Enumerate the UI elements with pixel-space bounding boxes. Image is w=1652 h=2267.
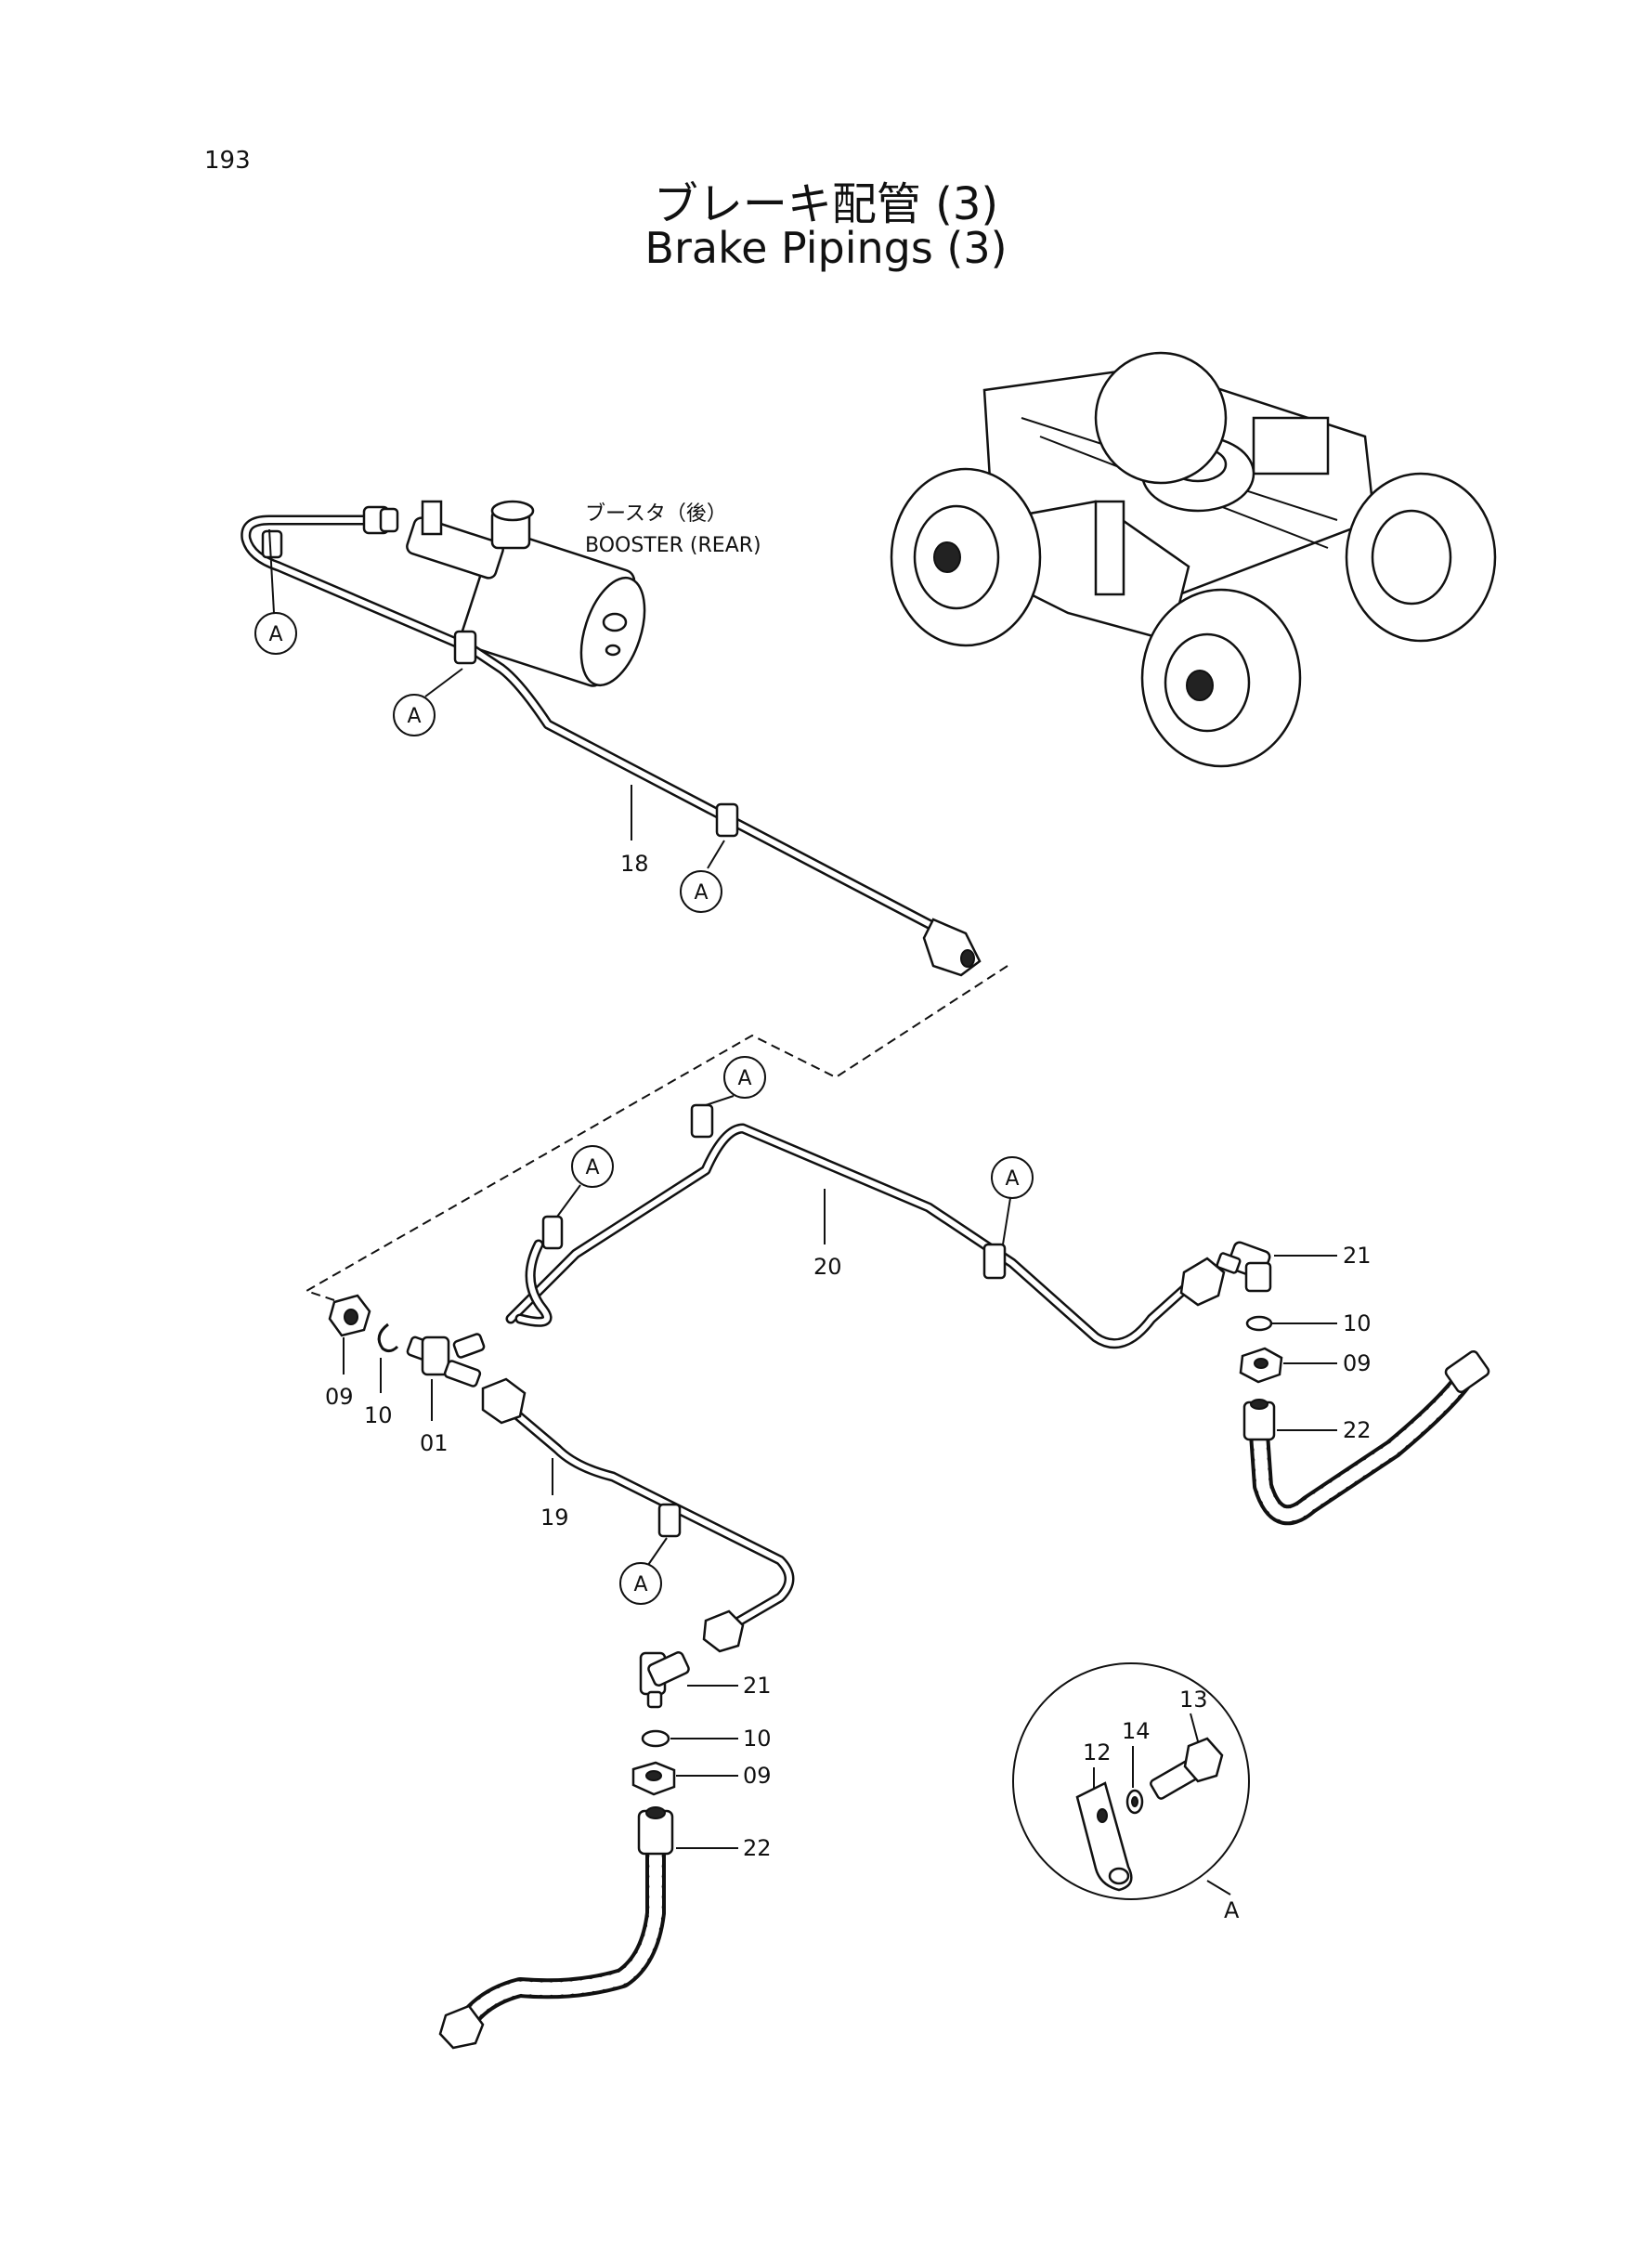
part-13-label: 13 xyxy=(1179,1687,1208,1713)
part-10-lower-label: 10 xyxy=(743,1726,772,1752)
svg-text:A: A xyxy=(407,705,421,728)
part-20-label: 20 xyxy=(813,1254,842,1280)
nut-09-left xyxy=(328,1294,371,1337)
part-14-label: 14 xyxy=(1122,1718,1151,1744)
wheel-front-left xyxy=(890,467,1042,647)
clamp-callout-a-3: A xyxy=(680,840,725,913)
booster-label-en: BOOSTER (REAR) xyxy=(585,534,761,557)
clamp-callout-a-6: A xyxy=(991,1156,1034,1245)
part-09-right-label: 09 xyxy=(1343,1350,1372,1376)
chassis-illustration xyxy=(890,351,1497,768)
svg-text:A: A xyxy=(268,623,282,646)
detail-a-clamp-assembly xyxy=(1012,1662,1250,1900)
clamp-callout-a-7: A xyxy=(619,1537,668,1605)
page-title-english: Brake Pipings (3) xyxy=(644,223,1008,273)
pipe-20 xyxy=(505,1103,1226,1349)
wheel-front-right xyxy=(1094,351,1228,485)
page-title-japanese: ブレーキ配管 (3) xyxy=(653,178,999,230)
nut-09-right xyxy=(1239,1347,1283,1384)
svg-text:A: A xyxy=(585,1156,599,1179)
part-18-label: 18 xyxy=(620,851,649,877)
wheel-rear-left xyxy=(1140,588,1302,768)
pipe-18 xyxy=(241,505,982,977)
part-10-right-label: 10 xyxy=(1343,1310,1372,1336)
nut-09-lower xyxy=(631,1761,676,1796)
hose-22-lower xyxy=(438,1806,674,2050)
booster-label-jp: ブースタ（後） xyxy=(585,502,727,526)
page-number: 193 xyxy=(204,147,251,175)
tee-fitting-01 xyxy=(406,1333,486,1388)
svg-text:A: A xyxy=(633,1573,647,1596)
svg-text:A: A xyxy=(737,1067,751,1090)
booster-rear xyxy=(406,500,646,687)
washer-10-lower xyxy=(641,1729,670,1748)
clamp-callout-a-4: A xyxy=(556,1145,614,1218)
elbow-21-lower xyxy=(639,1651,690,1709)
washer-10-right xyxy=(1245,1315,1273,1332)
clamp-callout-a-5: A xyxy=(705,1056,766,1106)
detail-a-label: A xyxy=(1224,1897,1240,1923)
svg-text:A: A xyxy=(694,881,708,905)
part-22-lower-label: 22 xyxy=(743,1835,772,1861)
svg-text:A: A xyxy=(1005,1167,1019,1191)
part-21-lower-label: 21 xyxy=(743,1673,772,1699)
part-10-left-label: 10 xyxy=(364,1402,393,1428)
part-21-right-label: 21 xyxy=(1343,1243,1372,1269)
elbow-21-right xyxy=(1216,1241,1272,1293)
pipe-19 xyxy=(481,1377,795,1653)
wheel-rear-right xyxy=(1345,472,1497,643)
part-22-right-label: 22 xyxy=(1343,1417,1372,1443)
part-09-lower-label: 09 xyxy=(743,1763,772,1789)
part-12-label: 12 xyxy=(1083,1739,1112,1765)
clamp-callout-a-2: A xyxy=(393,668,463,736)
connection-boundary-line xyxy=(304,965,1008,1301)
part-01-label: 01 xyxy=(420,1430,449,1456)
washer-10-left xyxy=(377,1322,399,1353)
part-19-label: 19 xyxy=(540,1505,569,1531)
hose-22-right xyxy=(1242,1349,1490,1526)
part-09-left-label: 09 xyxy=(325,1384,354,1410)
clamp-callout-a-1: A xyxy=(254,528,297,655)
